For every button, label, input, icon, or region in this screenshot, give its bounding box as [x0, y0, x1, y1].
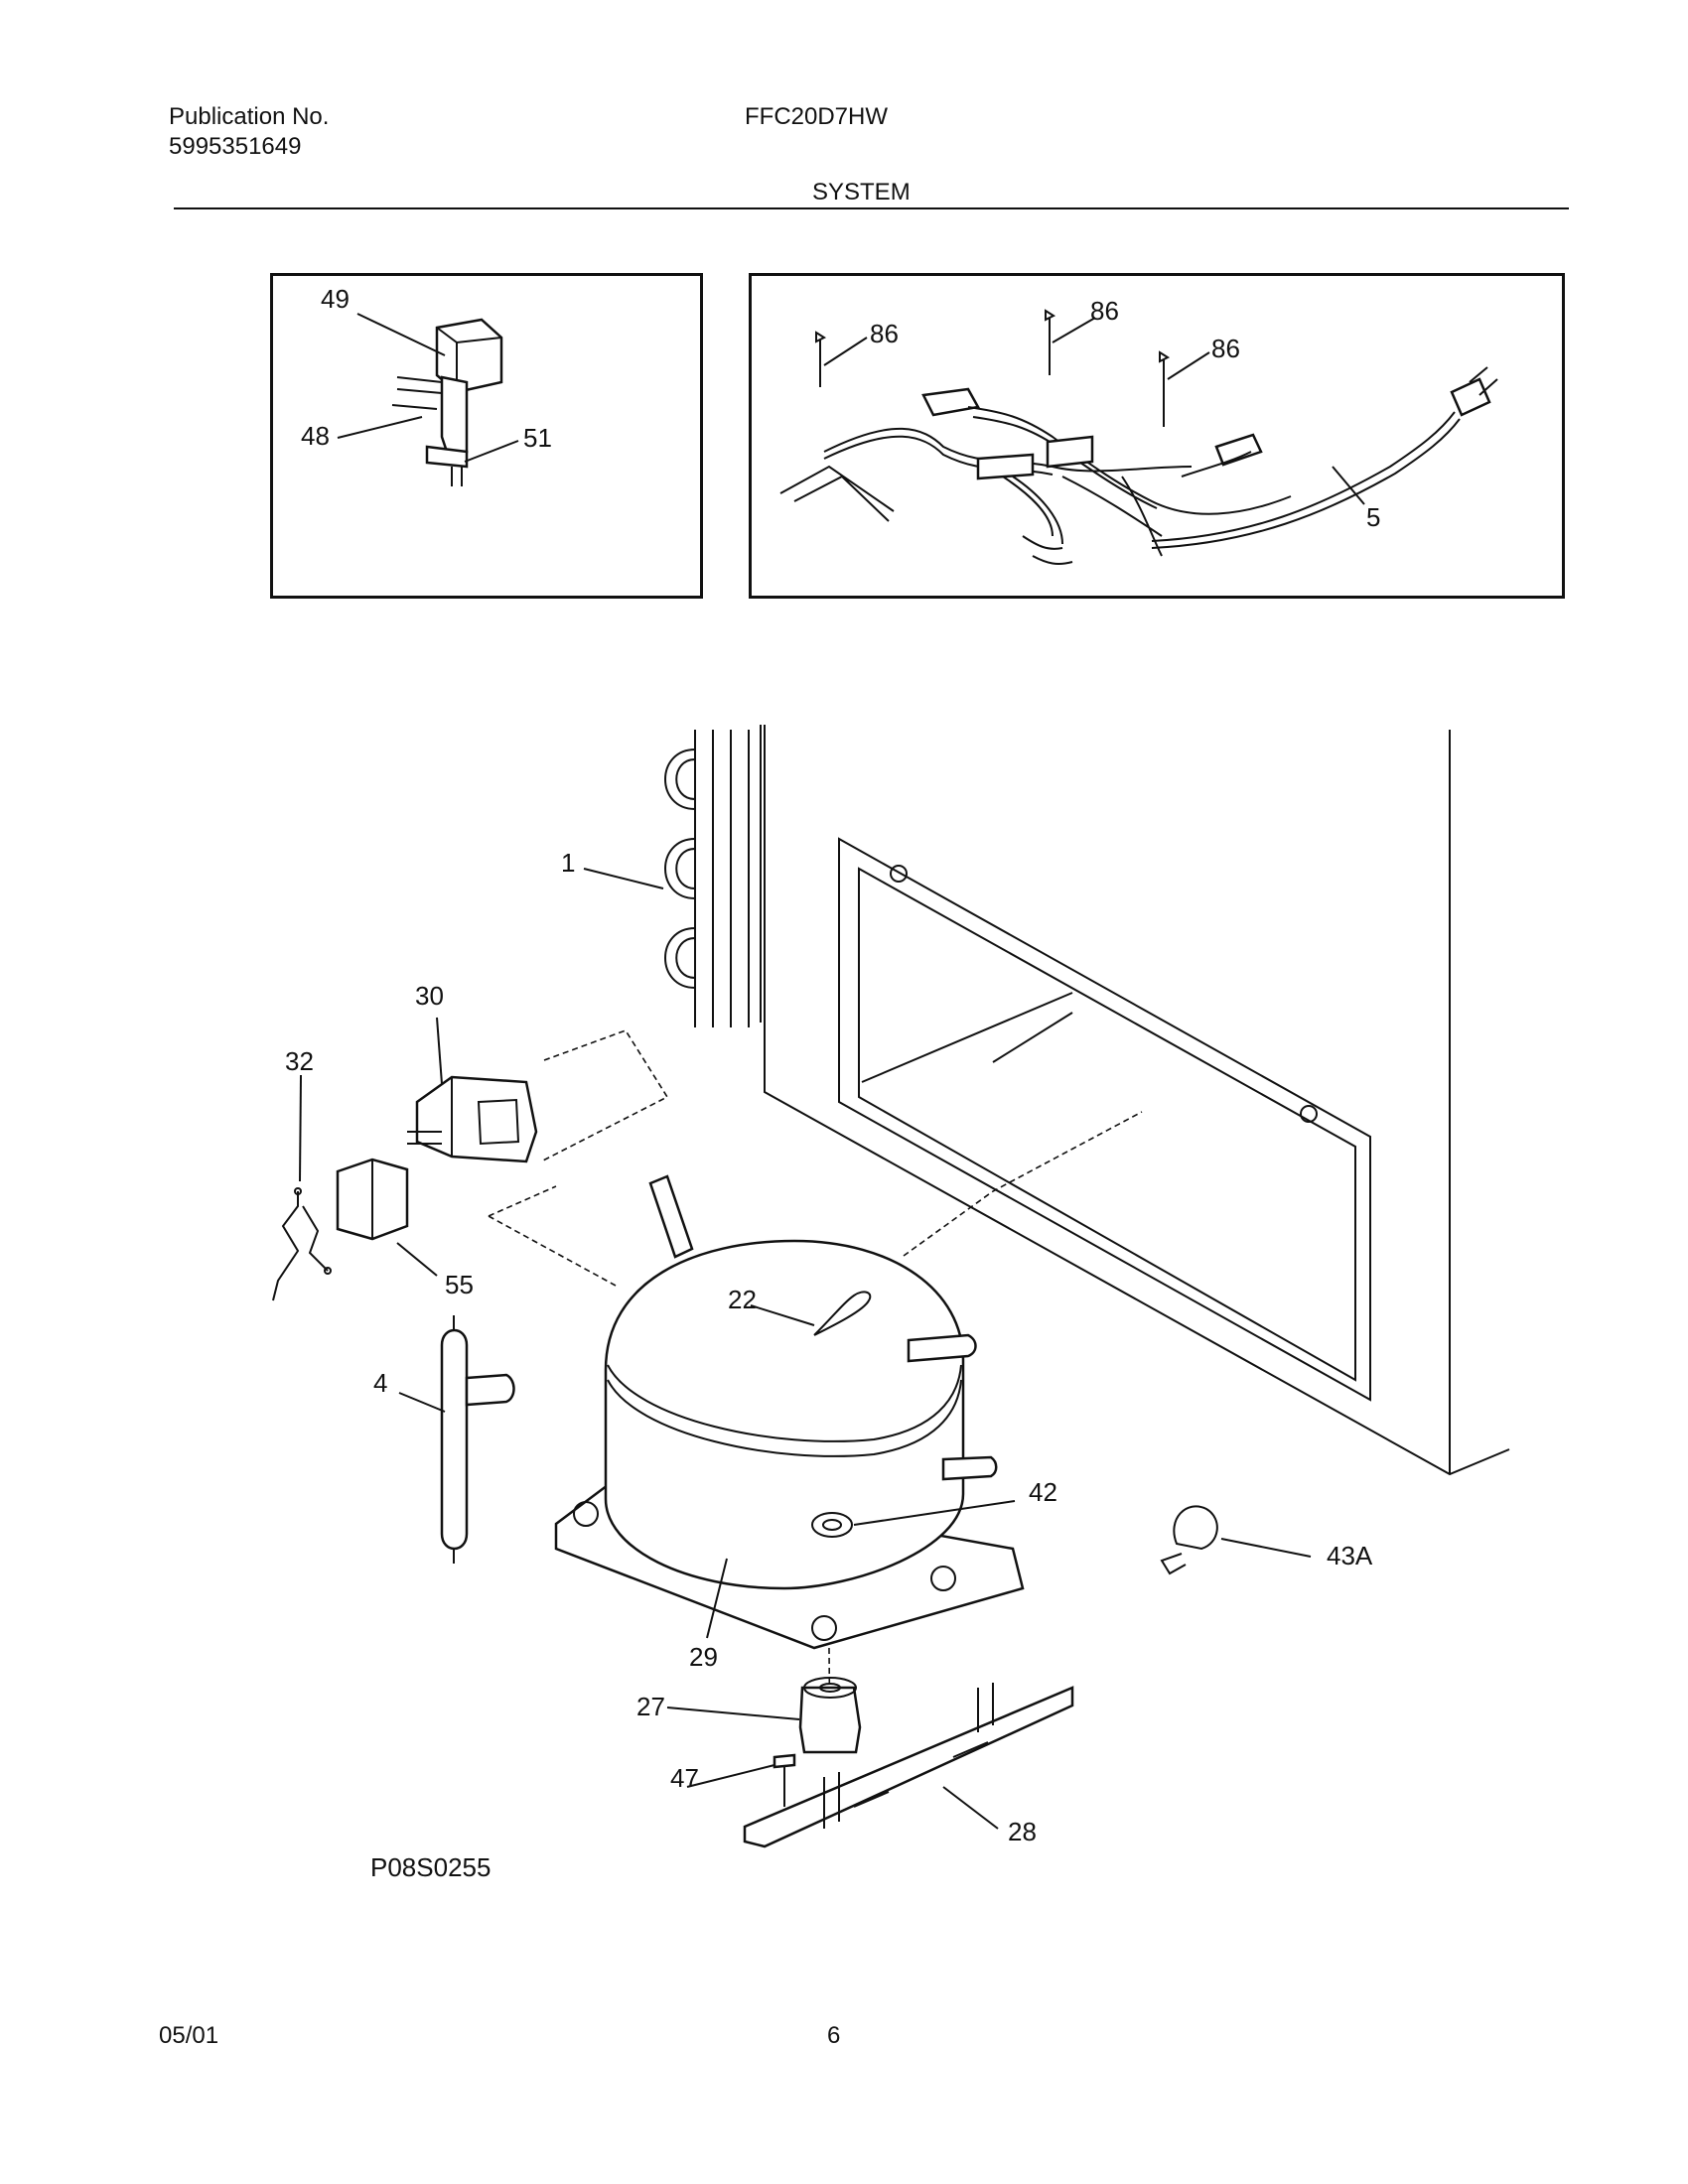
callout-48: 48: [301, 421, 330, 451]
callout-5: 5: [1366, 502, 1380, 532]
page-number: 6: [827, 2022, 840, 2049]
callout-55: 55: [445, 1270, 474, 1299]
solenoid-valve-inset: [270, 273, 703, 599]
callout-47: 47: [670, 1763, 699, 1793]
callout-30: 30: [415, 981, 444, 1011]
callout-49: 49: [321, 284, 350, 314]
wiring-harness-inset: [749, 273, 1565, 599]
section-title: SYSTEM: [812, 179, 911, 205]
condenser-coil-drawing: [664, 725, 762, 1027]
filter-drier-drawing: [440, 1315, 515, 1564]
callout-4: 4: [373, 1368, 387, 1398]
relay-overload-drawing: [272, 1075, 538, 1301]
compressor-drawing: [554, 1174, 1025, 1650]
callout-1: 1: [561, 848, 575, 878]
leader-lines: [299, 313, 1365, 1830]
callout-86-left: 86: [870, 319, 899, 348]
model-number: FFC20D7HW: [745, 103, 889, 130]
callout-27: 27: [636, 1692, 665, 1721]
publication-label: Publication No.: [169, 103, 330, 130]
wiring-harness-drawing: [779, 309, 1498, 565]
mount-hardware-drawing: [743, 1505, 1218, 1848]
publication-number: 5995351649: [169, 133, 302, 160]
callout-86-right: 86: [1211, 334, 1240, 363]
callout-29: 29: [689, 1642, 718, 1672]
callout-51: 51: [523, 423, 552, 453]
footer-date: 05/01: [159, 2022, 218, 2049]
callout-28: 28: [1008, 1817, 1037, 1846]
header-rule: [174, 207, 1569, 209]
callout-32: 32: [285, 1046, 314, 1076]
callout-43A: 43A: [1327, 1541, 1373, 1570]
figure-code: P08S0255: [370, 1852, 491, 1882]
cabinet-outline-drawing: [764, 725, 1510, 1476]
callout-42: 42: [1029, 1477, 1057, 1507]
callout-22: 22: [728, 1285, 757, 1314]
callout-86-center: 86: [1090, 296, 1119, 326]
solenoid-valve-drawing: [391, 318, 503, 486]
